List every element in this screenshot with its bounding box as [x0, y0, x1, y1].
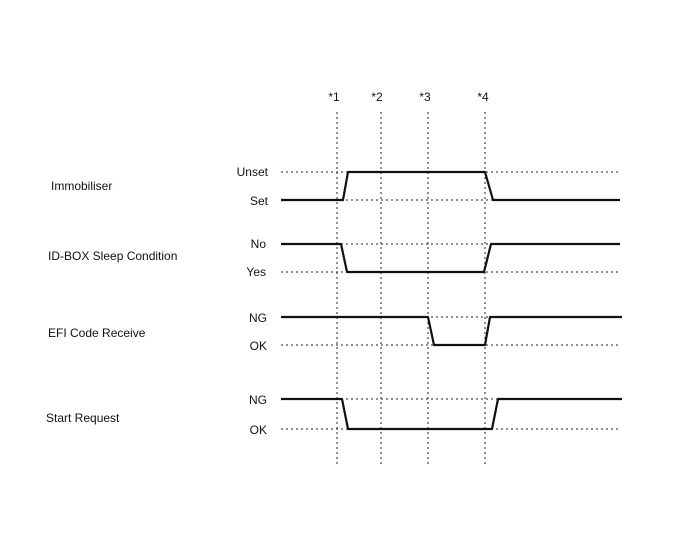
start-request-waveform [281, 397, 622, 431]
marker-label-1: *1 [328, 90, 340, 104]
marker-guides [336, 112, 486, 466]
state-labels: Unset Set No Yes NG OK NG OK [237, 165, 269, 437]
efi-high-label: NG [249, 311, 267, 325]
marker-labels: *1 *2 *3 *4 [328, 90, 489, 104]
idbox-sleep-waveform [281, 242, 620, 274]
immobiliser-low-label: Set [250, 194, 269, 208]
signal-name-idbox-sleep: ID-BOX Sleep Condition [48, 249, 177, 263]
idbox-low-label: Yes [246, 265, 266, 279]
level-guides [281, 171, 620, 430]
immobiliser-waveform [281, 170, 620, 202]
signal-name-efi-code: EFI Code Receive [48, 326, 146, 340]
marker-label-2: *2 [371, 90, 383, 104]
signal-names: Immobiliser ID-BOX Sleep Condition EFI C… [46, 179, 177, 425]
signal-name-immobiliser: Immobiliser [51, 179, 112, 193]
marker-label-4: *4 [477, 90, 489, 104]
efi-code-waveform [281, 315, 622, 347]
immobiliser-high-label: Unset [237, 165, 269, 179]
idbox-high-label: No [251, 237, 267, 251]
start-low-label: OK [250, 423, 267, 437]
efi-low-label: OK [250, 339, 267, 353]
waveforms [281, 170, 622, 431]
marker-label-3: *3 [419, 90, 431, 104]
start-high-label: NG [249, 393, 267, 407]
signal-name-start-request: Start Request [46, 411, 120, 425]
